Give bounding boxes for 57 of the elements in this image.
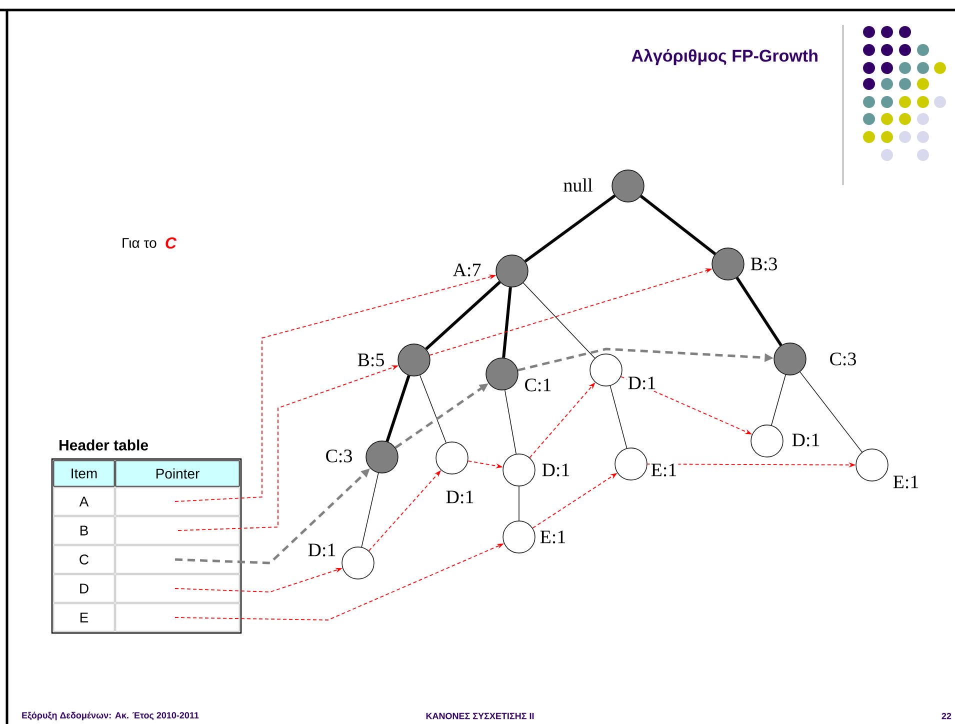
- tree-edge: [425, 280, 501, 350]
- node-label: A:7: [452, 262, 482, 278]
- tree-node: [366, 440, 398, 474]
- tree-edge: [736, 276, 782, 346]
- node-label: C:3: [828, 352, 858, 366]
- tree-edge: [361, 472, 379, 548]
- node-label: C:3: [324, 448, 354, 464]
- page-number: 22: [942, 712, 952, 720]
- highlighted-letter: C: [166, 237, 177, 249]
- tree-node: [856, 448, 888, 482]
- tree-edge: [640, 194, 716, 256]
- node-label: D:1: [626, 376, 658, 390]
- node-label: D:1: [306, 542, 338, 558]
- tree-edge: [524, 194, 616, 263]
- table-cell: D: [53, 574, 115, 603]
- node-label: E:1: [538, 530, 568, 544]
- table-header-cell: Item: [53, 460, 115, 487]
- node-label: D:1: [790, 432, 822, 448]
- tree-node: [614, 448, 648, 480]
- node-label: E:1: [892, 474, 920, 490]
- footer-text: ΚΑΝΟΝΕΣ ΣΥΣΧΕΤΙΣΗΣ ΙΙ: [426, 712, 534, 720]
- tree-node: [342, 546, 374, 580]
- table-cell: A: [53, 487, 115, 516]
- tree-node: [436, 442, 468, 474]
- slide-title: Αλγόριθμος FP-Growth: [632, 48, 818, 66]
- node-label: D:1: [444, 490, 476, 504]
- node-label: B:5: [356, 352, 386, 368]
- table-cell: B: [53, 516, 115, 545]
- tree-node: [502, 520, 536, 554]
- tree-node: [774, 342, 806, 376]
- node-label: D:1: [540, 462, 572, 478]
- tree-edge: [522, 282, 596, 358]
- table-cell: E: [53, 603, 115, 632]
- tree-node: [486, 358, 518, 390]
- tree-node: [612, 170, 644, 202]
- node-label: E:1: [650, 462, 678, 478]
- note-text: Για το: [122, 238, 156, 248]
- tree-edge: [504, 390, 516, 454]
- tree-edge: [502, 287, 512, 358]
- tree-edge: [420, 374, 446, 444]
- tree-node: [502, 454, 536, 486]
- tree-edge: [610, 385, 628, 449]
- tree-edge: [771, 374, 786, 426]
- tree-edge: [800, 372, 862, 452]
- tree-node: [398, 344, 430, 376]
- tree-node: [496, 254, 528, 288]
- footer-text: Εξόρυξη Δεδομένων: Ακ. Έτος 2010-2011: [22, 712, 199, 720]
- node-label: B:3: [749, 256, 779, 272]
- node-label: C:1: [523, 378, 553, 392]
- tree-node: [750, 424, 784, 458]
- tree-node: [590, 354, 622, 386]
- table-heading: Header table: [60, 439, 148, 450]
- tree-node: [712, 248, 744, 280]
- tree-edge: [518, 486, 520, 521]
- table-cell: C: [53, 545, 115, 574]
- tree-edge: [386, 375, 410, 442]
- node-label: null: [562, 177, 594, 193]
